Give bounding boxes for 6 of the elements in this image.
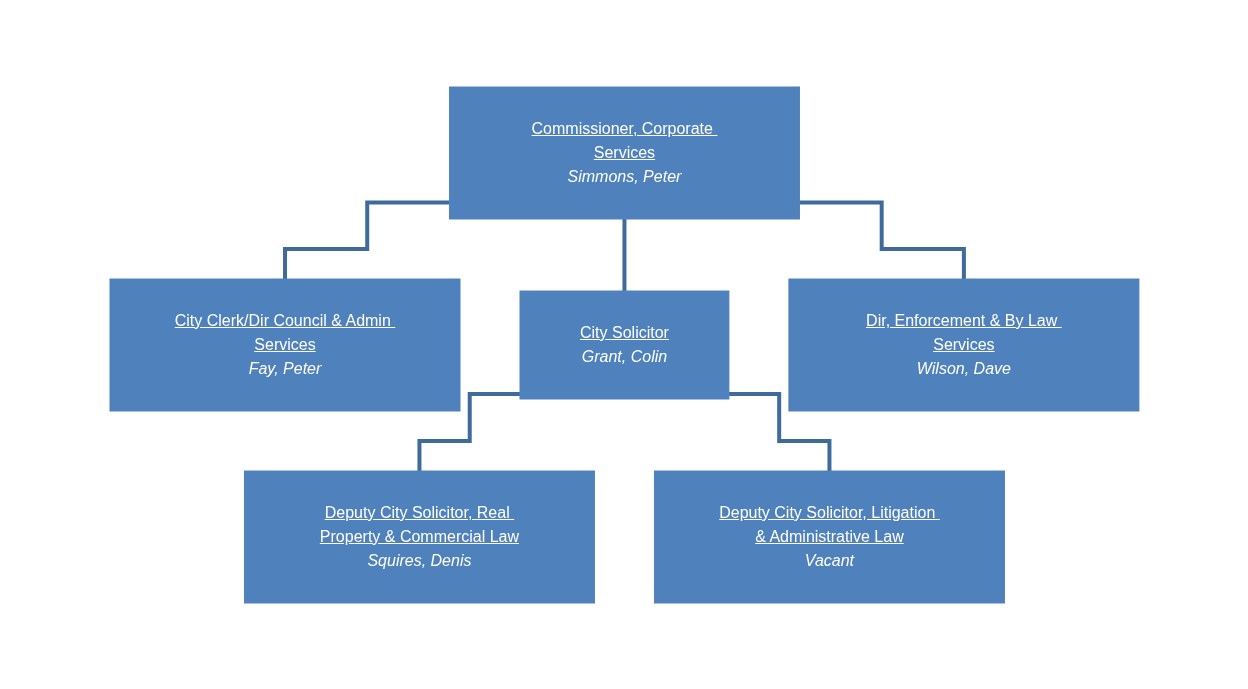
node-box: City Solicitor Grant, Colin <box>519 290 729 399</box>
node-box: City Clerk/Dir Council & Admin Services Fay, Peter <box>109 278 461 411</box>
node-box: Commissioner, Corporate Services Simmons, Peter <box>448 86 800 219</box>
node-box: Deputy City Solicitor, Litigation & Administrative Law Vacant <box>653 470 1005 603</box>
node-box: Dir, Enforcement & By Law Services Wilson, Dave <box>787 278 1139 411</box>
node-box: Deputy City Solicitor, Real Property & Commercial Law Squires, Denis <box>243 470 595 603</box>
